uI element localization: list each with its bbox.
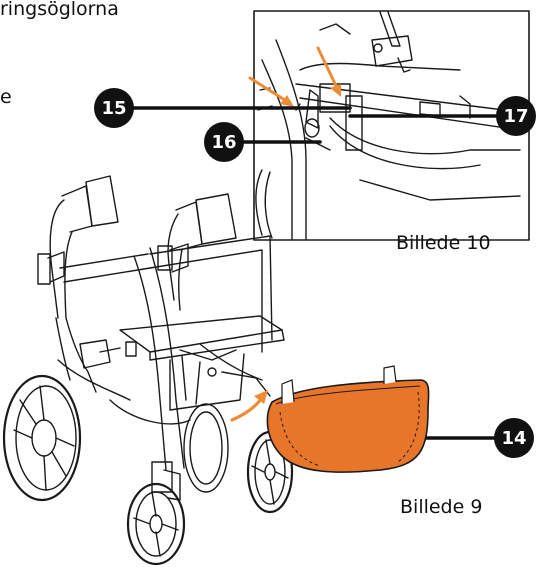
detail-inset — [253, 10, 530, 241]
callout-15: 15 — [94, 88, 134, 128]
inset-arrows — [248, 46, 341, 107]
figure-10-caption: Billede 10 — [396, 232, 491, 254]
callout-14: 14 — [494, 418, 534, 458]
callout-17: 17 — [496, 96, 536, 136]
attach-arrow — [230, 390, 268, 422]
cropped-heading-text: ringsöglorna — [0, 0, 119, 20]
callout-16: 16 — [204, 122, 244, 162]
rollator-walker — [2, 175, 294, 566]
cropped-side-letter: e — [0, 86, 12, 108]
carry-bag — [266, 365, 430, 473]
figure-9-caption: Billede 9 — [400, 496, 483, 518]
